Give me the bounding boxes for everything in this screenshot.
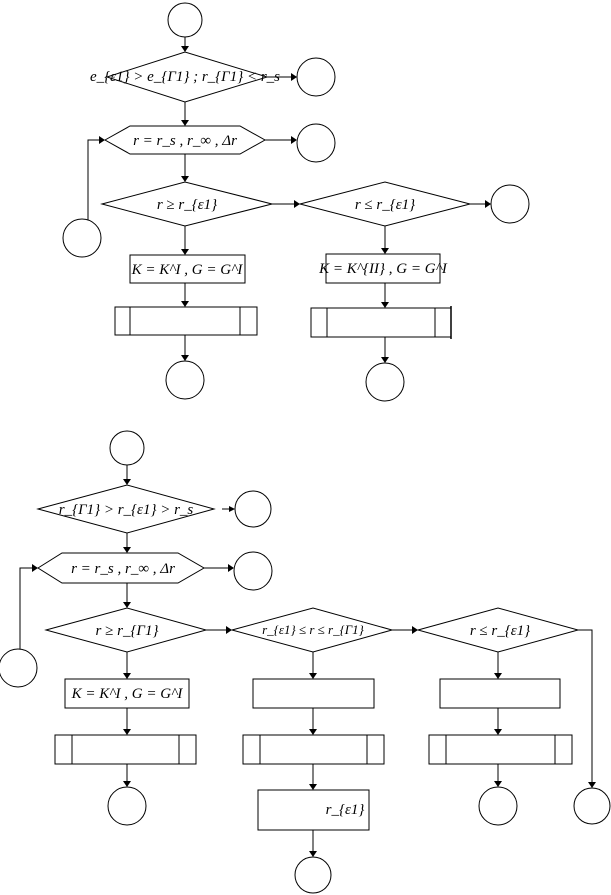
top-exit-connector-3 [490, 184, 530, 224]
bottom-subroutine-3 [428, 734, 573, 765]
bottom-decision-3-text: r_{ε1} ≤ r ≤ r_{Γ1} [262, 622, 365, 637]
bottom-process-1 [64, 678, 190, 709]
bottom-flowchart: r_{Γ1} > r_{ε1} > r_s r = r_s , r_∞ , Δr… [0, 430, 611, 894]
bottom-exit-connector-2 [233, 551, 273, 591]
top-flowchart: e_{ε1} > e_{Γ1} ; r_{Γ1} < r_s r = r_s ,… [62, 2, 530, 402]
bottom-decision-4-text: r ≤ r_{ε1} [470, 623, 530, 639]
top-exit-connector-2 [296, 123, 336, 163]
top-loop-hexagon-text: r = r_s , r_∞ , Δr [133, 133, 237, 149]
top-exit-connector-1 [296, 57, 336, 97]
top-process-left [129, 254, 246, 284]
top-process-right-text: K = K^{II} , G = G^I [318, 261, 448, 277]
top-loop-connector [62, 218, 102, 258]
bottom-decision-1-text: r_{Γ1} > r_{ε1} > r_s [59, 502, 194, 518]
bottom-start-connector [109, 430, 145, 466]
bottom-decision-1 [36, 484, 216, 534]
top-subroutine-right [310, 307, 452, 338]
bottom-process-3 [439, 678, 561, 709]
bottom-loop-connector [0, 648, 38, 688]
top-decision-3-text: r ≤ r_{ε1} [355, 197, 415, 213]
bottom-exit-connector-1 [234, 490, 272, 528]
bottom-process-2 [252, 678, 375, 709]
bottom-process-4-text: r_{ε1} [326, 802, 365, 818]
top-start-connector [167, 2, 203, 38]
top-subroutine-left [114, 306, 258, 336]
top-decision-1-text: e_{ε1} > e_{Γ1} ; r_{Γ1} < r_s [90, 69, 280, 85]
bottom-process-1-text: K = K^I , G = G^I [71, 686, 184, 702]
bottom-end-connector-4 [294, 856, 332, 894]
top-end-connector-right [365, 362, 405, 402]
bottom-decision-2-text: r ≥ r_{Γ1} [96, 623, 159, 639]
bottom-end-connector-3 [573, 787, 611, 825]
top-process-left-text: K = K^I , G = G^I [131, 262, 244, 278]
bottom-loop-hexagon-text: r = r_s , r_∞ , Δr [71, 561, 175, 577]
bottom-process-4 [257, 789, 370, 831]
bottom-end-connector-1 [107, 786, 147, 826]
bottom-end-connector-2 [478, 786, 518, 826]
top-decision-2-text: r ≥ r_{ε1} [157, 197, 217, 213]
top-end-connector-left [165, 360, 205, 400]
top-process-right [325, 253, 441, 284]
bottom-subroutine-1 [54, 734, 197, 765]
bottom-subroutine-2 [242, 734, 385, 765]
